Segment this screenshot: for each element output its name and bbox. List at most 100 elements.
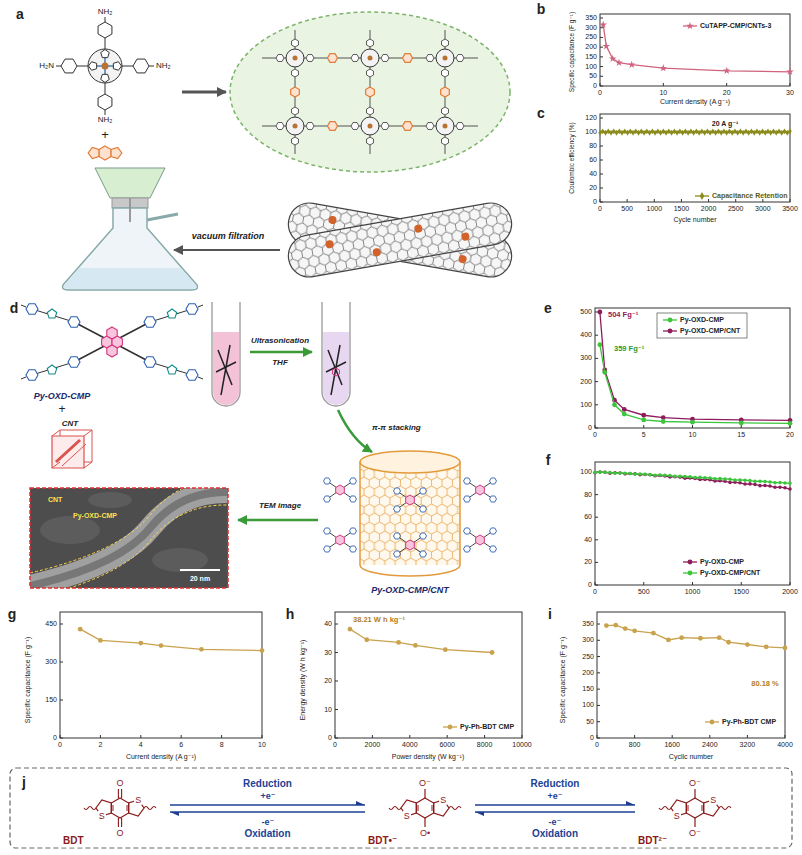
data-marker (736, 130, 739, 136)
phenyl-ring (306, 55, 314, 62)
data-marker (613, 471, 617, 475)
tolyl-ring (26, 370, 38, 380)
edge-label: Oxidation (531, 828, 579, 840)
porphyrin-unit (436, 117, 454, 135)
legend-label: Capacitance Retention (712, 192, 787, 200)
tick-label: 4000 (777, 741, 793, 749)
phenyl-ring (144, 317, 156, 327)
data-marker (623, 471, 627, 475)
tick-mark (262, 735, 263, 738)
data-marker (622, 407, 627, 412)
data-marker (628, 61, 636, 68)
data-marker (758, 479, 762, 483)
polymer-bond (144, 807, 156, 810)
step-label: vacuum filtration (192, 231, 265, 241)
tick-mark (595, 335, 598, 336)
tick-mark (597, 672, 600, 673)
tick-label: 40 (589, 170, 597, 178)
chart-plot (593, 462, 792, 585)
data-marker (708, 130, 711, 136)
tick-mark (708, 199, 709, 202)
tube-line (56, 440, 80, 462)
data-marker (692, 130, 695, 136)
tick-label: 0 (328, 734, 332, 742)
polymer-bond (719, 807, 731, 810)
panel-a-figure (56, 12, 515, 290)
monomer-ring (333, 368, 340, 376)
tick-label: 0 (593, 588, 597, 596)
network-callout (230, 12, 510, 172)
tick-mark (600, 174, 603, 175)
cube-face (52, 436, 84, 468)
step-label: π-π stacking (372, 423, 421, 432)
edge-label: Reduction (530, 778, 581, 790)
data-line (606, 625, 785, 648)
data-line (350, 629, 492, 652)
axis-title: Power density (W kg⁻¹) (392, 753, 465, 761)
data-marker (678, 474, 682, 478)
image-label: Py-OXD-CMP (73, 512, 117, 520)
tick-mark (663, 83, 664, 86)
tick-mark (597, 689, 600, 690)
data-marker (768, 484, 772, 488)
data-marker (686, 130, 689, 136)
composite-tube (324, 451, 497, 576)
polymer-dot (461, 232, 470, 241)
data-marker (648, 473, 652, 477)
legend-label: Py-OXD-CMP (700, 558, 744, 566)
electron-label: -e⁻ (548, 817, 563, 827)
bond-line (32, 362, 74, 375)
tick-label: 100 (580, 401, 592, 409)
tick-label: 500 (638, 588, 650, 596)
phenyl-ring (367, 107, 374, 115)
tick-label: 100 (585, 63, 597, 71)
pmda-linker (328, 54, 338, 63)
data-marker (713, 477, 717, 481)
tick-mark (634, 735, 635, 738)
phenyl-ring (292, 137, 299, 145)
phenyl-ring (276, 55, 284, 62)
tick-mark (627, 199, 628, 202)
tick-mark (595, 358, 598, 359)
phenyl-ring (367, 69, 374, 77)
tick-label: 200 (580, 378, 592, 386)
process-arrow (338, 410, 372, 452)
axis-title: Coulombic efficiency (%) (568, 122, 575, 193)
tick-mark (790, 199, 791, 202)
tick-label: 2000 (365, 741, 381, 749)
process-arrow (174, 249, 280, 251)
tick-mark (741, 582, 742, 585)
phenyl-ring (351, 55, 359, 62)
data-marker (607, 128, 610, 134)
tick-label: 10 (258, 741, 266, 749)
panel-letter: d (10, 300, 19, 316)
tick-label: 200 (585, 43, 597, 51)
polymer-dot (325, 240, 334, 249)
tube-end (360, 565, 460, 576)
atom-label: O⁻ (688, 828, 702, 838)
pyrrole-ring (101, 74, 110, 82)
bond-line (122, 66, 133, 67)
tick-label: 80 (584, 491, 592, 499)
data-marker (609, 130, 612, 136)
carbonyl-bond (121, 789, 122, 798)
oxygen-bond (424, 789, 425, 798)
tick-mark (600, 83, 601, 86)
panel-letter: c (537, 105, 545, 121)
data-marker (719, 130, 722, 136)
tick-label: 350 (585, 14, 597, 22)
tube-glass (322, 302, 350, 406)
data-marker (718, 477, 722, 481)
data-marker (598, 470, 602, 474)
phenyl-ring (351, 123, 359, 130)
axis-title: Specific capacitance (F g⁻¹) (568, 12, 575, 92)
data-marker (638, 472, 642, 476)
pmda-linker (403, 54, 413, 63)
tick-label: 3500 (782, 205, 798, 213)
phenyl-ring (306, 123, 314, 130)
tick-mark (681, 199, 682, 202)
nanotube-wall (285, 200, 515, 281)
data-marker (693, 477, 697, 481)
data-marker (764, 130, 767, 136)
phenyl-ring (350, 496, 357, 502)
